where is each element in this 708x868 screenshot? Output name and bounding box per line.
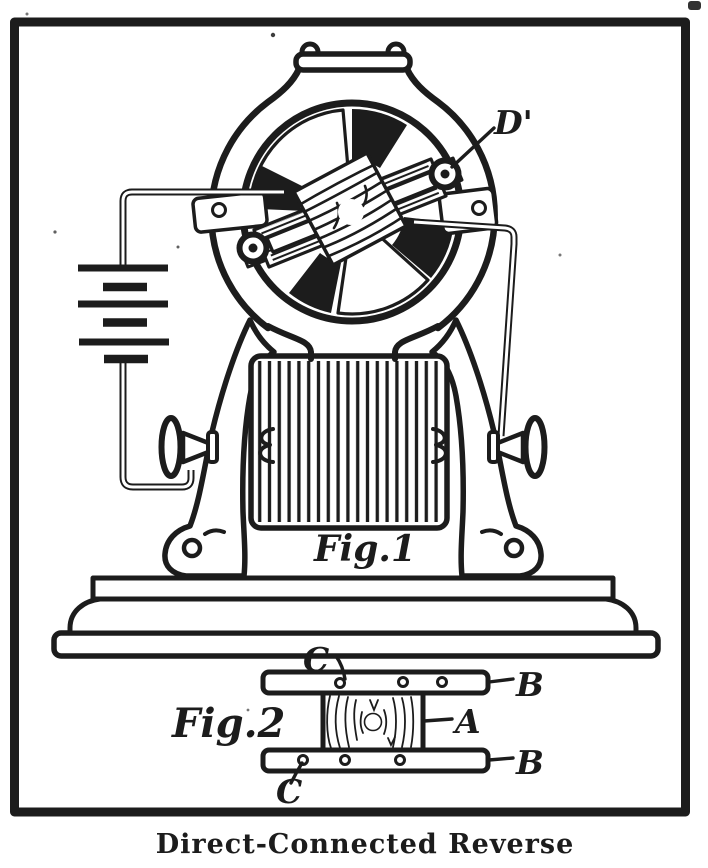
fig2-reverse-block: Fig.2 — [171, 640, 544, 811]
shaft-hole — [338, 199, 364, 225]
coil-clip-right — [431, 427, 448, 464]
plate-caption: Direct-Connected Reverse — [156, 829, 575, 860]
top-cap — [293, 51, 413, 73]
c-bottom-leader — [289, 761, 304, 785]
binding-post-right — [487, 415, 548, 479]
plate-hole-right — [471, 200, 487, 216]
plate-border — [10, 17, 690, 817]
base-bell-slab — [67, 596, 639, 636]
block-shaft-hole — [363, 712, 383, 732]
d-prime-leader — [450, 126, 496, 169]
mounting-plate-left — [191, 190, 269, 234]
contact-bar-bottom — [260, 747, 491, 774]
base-top-slab — [90, 575, 616, 602]
bell-left-outline — [208, 65, 303, 332]
b-bottom-callout: B — [515, 743, 544, 782]
a-callout: A — [452, 702, 481, 741]
b-bottom-leader — [487, 756, 515, 762]
b-top-callout: B — [515, 665, 544, 704]
bell-right-outline — [403, 65, 498, 332]
ink-specks — [25, 1, 701, 712]
armature — [191, 99, 499, 325]
base-bottom-slab — [51, 630, 661, 659]
wood-block — [320, 690, 426, 753]
c-bottom-callout: C — [276, 772, 302, 811]
b-top-leader — [487, 677, 515, 684]
c-top-leader — [334, 654, 347, 681]
contact-bar-top — [260, 669, 491, 696]
c-top-callout: C — [303, 640, 329, 679]
a-leader — [422, 717, 454, 723]
waist-right — [392, 323, 441, 362]
d-prime-callout: D' — [493, 103, 533, 142]
fig1-label: Fig.1 — [313, 528, 416, 570]
coil-clip-left — [258, 427, 275, 464]
circuit-wiring — [119, 188, 518, 491]
binding-post-left — [158, 415, 219, 479]
fig1-motor: Fig.1 — [51, 41, 661, 659]
battery-icon — [78, 264, 169, 364]
waist-left — [265, 323, 314, 362]
field-coil — [248, 353, 450, 531]
wire-battery-bottom — [119, 362, 195, 491]
fig2-label: Fig.2 — [171, 700, 285, 747]
plate-hole-left — [211, 202, 227, 218]
motor-base — [51, 575, 661, 659]
bell-housing — [208, 41, 498, 362]
